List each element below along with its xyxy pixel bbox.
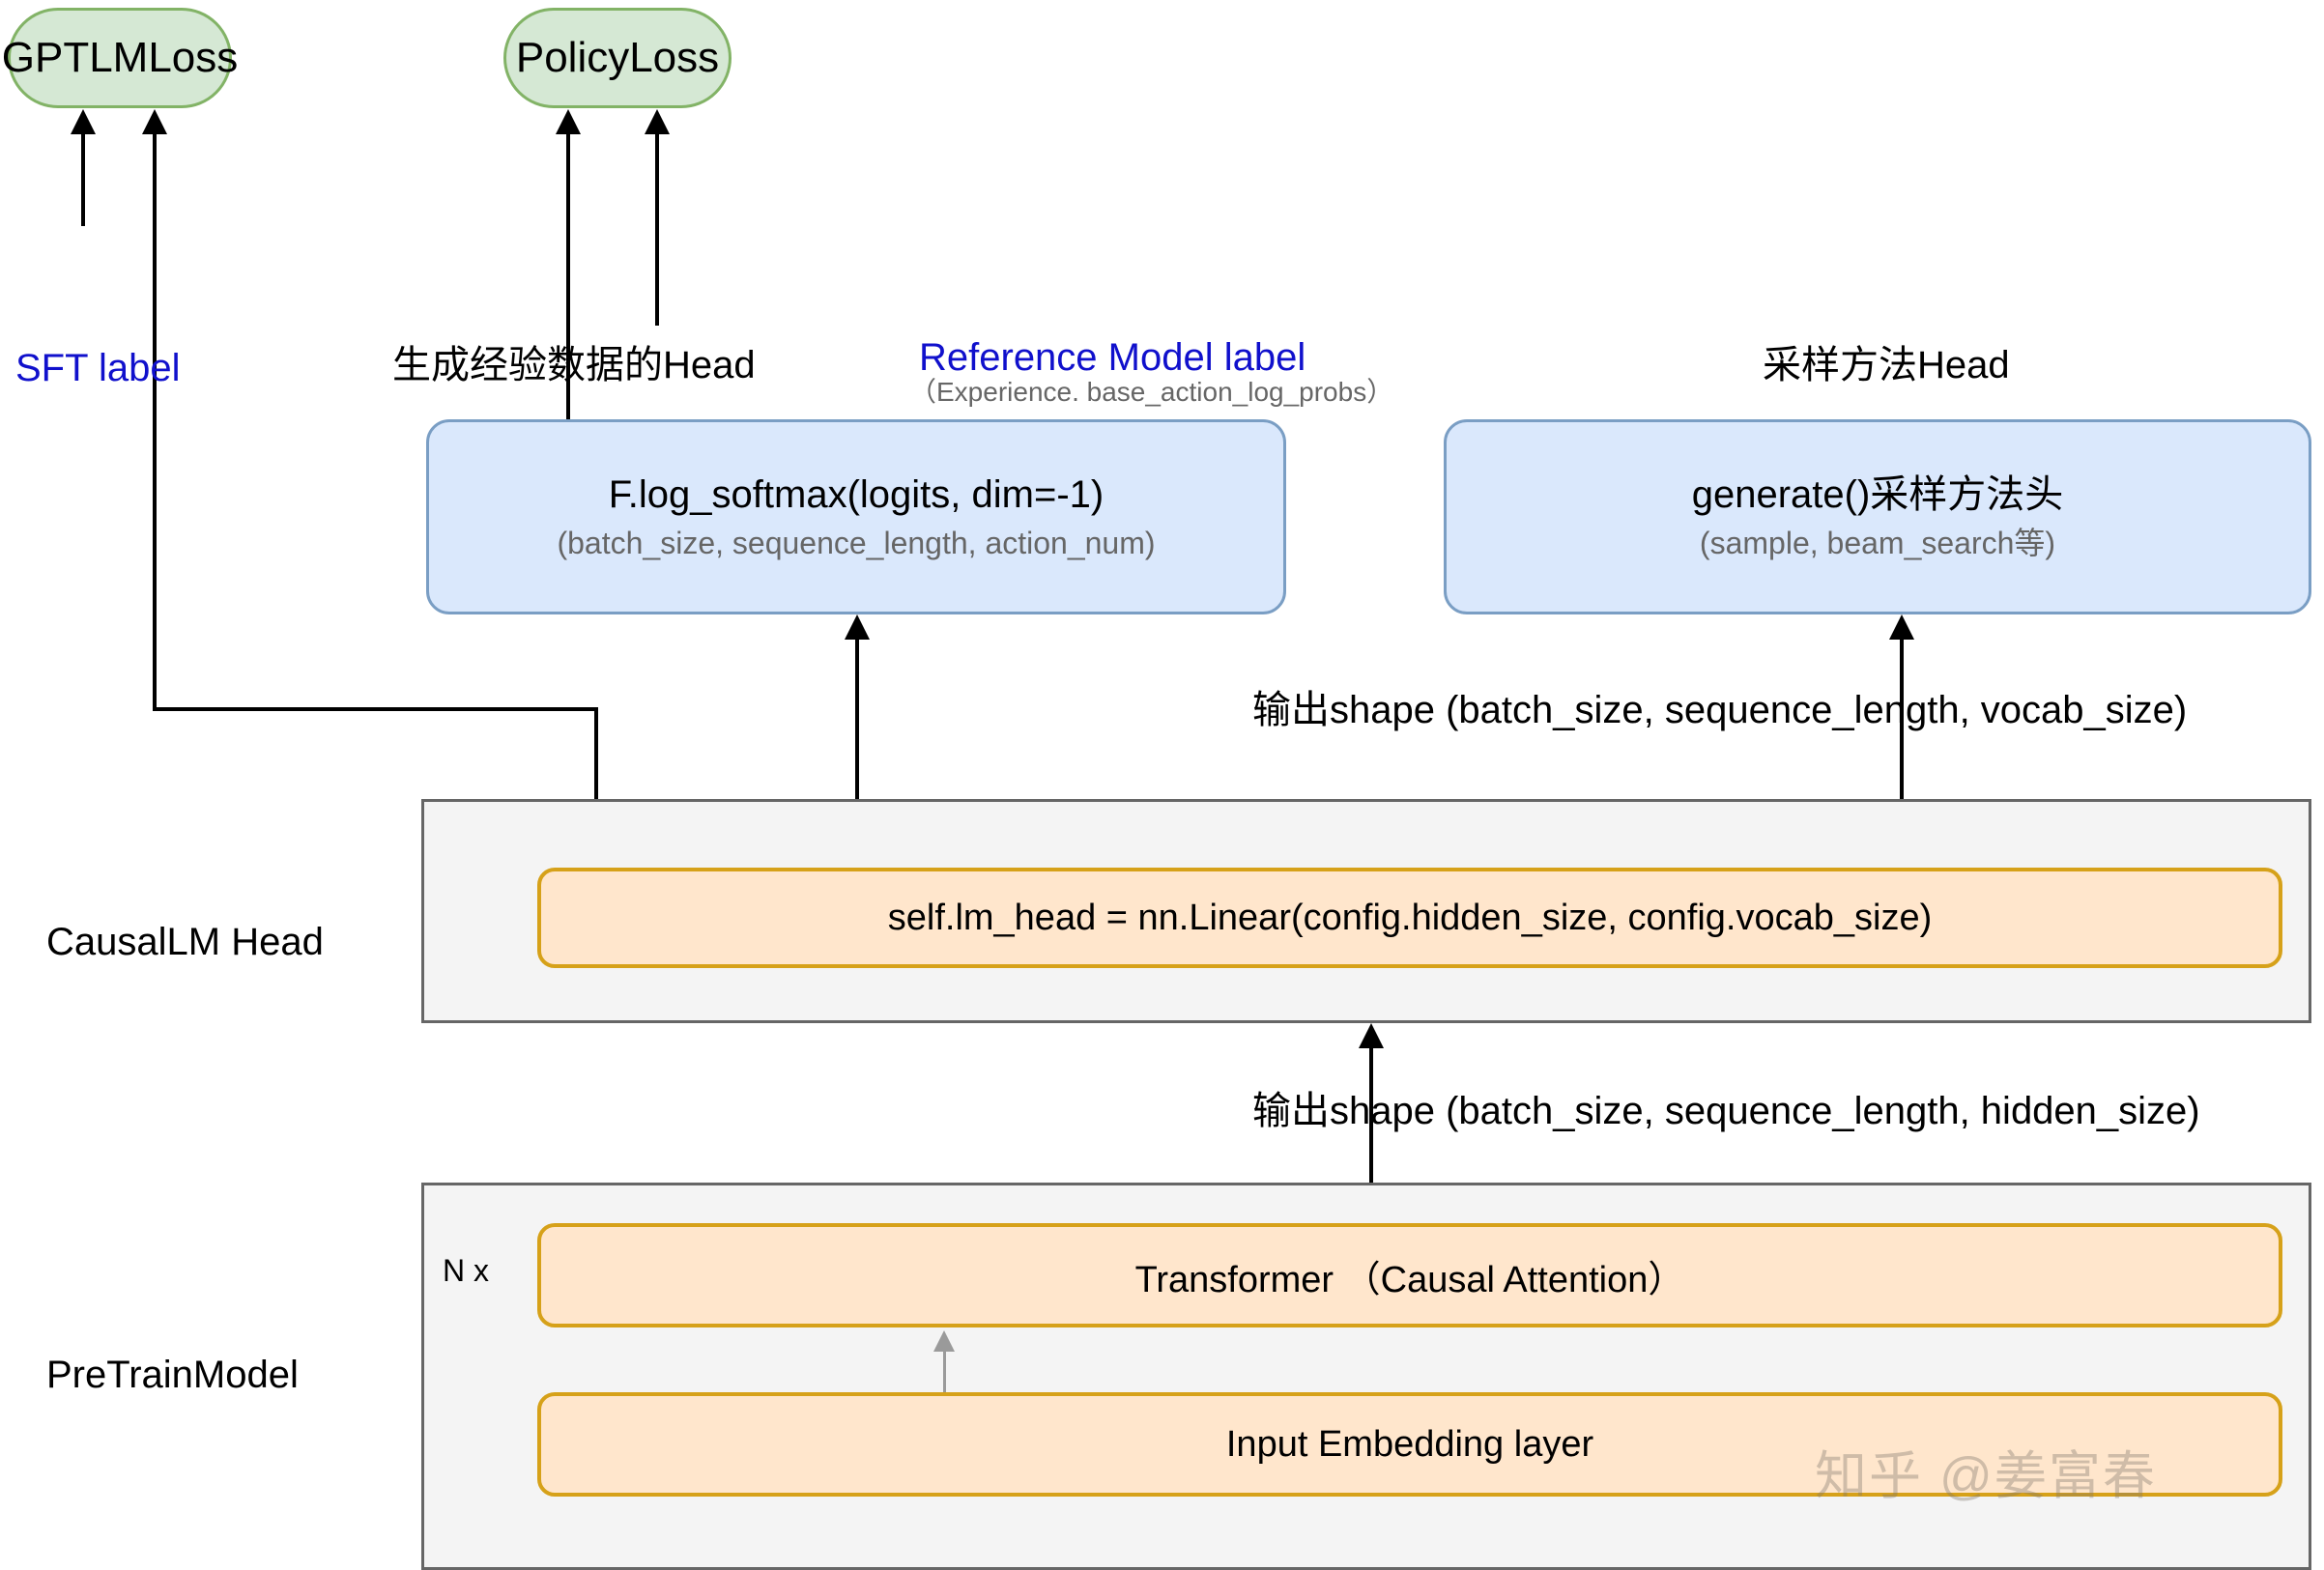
connector-logsoftmax-to-policyloss <box>566 133 570 419</box>
node-log-softmax-head-main: F.log_softmax(logits, dim=-1) <box>608 472 1105 516</box>
arrowhead-lmhead-to-gptlmloss <box>142 109 167 134</box>
connector-embedding-to-transformer <box>943 1352 946 1395</box>
connector-lmhead-to-gptlmloss-vertical-upper <box>153 133 157 711</box>
node-policyloss[interactable]: PolicyLoss <box>503 8 732 108</box>
label-pretrainmodel: PreTrainModel <box>46 1354 299 1396</box>
arrowhead-embedding-to-transformer <box>933 1330 955 1352</box>
node-generate-head-main: generate()采样方法头 <box>1691 472 2064 516</box>
label-reference-model: Reference Model label <box>919 336 1306 379</box>
node-policyloss-label: PolicyLoss <box>515 34 720 81</box>
label-causallm-head: CausalLM Head <box>46 921 324 963</box>
label-sft: SFT label <box>15 347 181 389</box>
label-vocab-shape: 输出shape (batch_size, sequence_length, vo… <box>1252 689 2188 731</box>
node-transformer-label: Transformer （Causal Attention） <box>1134 1259 1685 1300</box>
arrowhead-lmhead-to-logsoftmax <box>845 614 870 640</box>
node-transformer[interactable]: Transformer （Causal Attention） <box>537 1223 2282 1327</box>
arrowhead-lmhead-to-generate <box>1889 614 1914 640</box>
node-gptlmloss-label: GPTLMLoss <box>1 34 239 81</box>
node-lm-head-label: self.lm_head = nn.Linear(config.hidden_s… <box>887 897 1933 938</box>
node-gptlmloss[interactable]: GPTLMLoss <box>2 8 238 108</box>
zhihu-watermark: 知乎 @姜富春 <box>1815 1447 2157 1505</box>
node-lm-head[interactable]: self.lm_head = nn.Linear(config.hidden_s… <box>537 868 2282 968</box>
connector-lmhead-to-gptlmloss-vertical-lower <box>594 707 598 799</box>
node-generate-head[interactable]: generate()采样方法头 (sample, beam_search等) <box>1444 419 2311 614</box>
label-reference-model-sub: （Experience. base_action_log_probs） <box>909 377 1394 407</box>
arrowhead-refmodel-to-policyloss <box>645 109 670 134</box>
label-sampling-head: 采样方法Head <box>1763 344 2010 386</box>
arrowhead-sft-to-gptlmloss <box>71 109 96 134</box>
node-input-embedding-label: Input Embedding layer <box>1225 1423 1594 1465</box>
connector-sft-to-gptlmloss <box>81 133 85 226</box>
arrowhead-transformer-to-causallm <box>1359 1023 1384 1048</box>
connector-lmhead-to-generate <box>1900 639 1904 799</box>
node-log-softmax-head[interactable]: F.log_softmax(logits, dim=-1) (batch_siz… <box>426 419 1286 614</box>
label-experience-head: 生成经验数据的Head <box>392 344 756 386</box>
connector-refmodel-to-policyloss <box>655 133 659 326</box>
node-input-embedding[interactable]: Input Embedding layer <box>537 1392 2282 1497</box>
node-generate-head-sub: (sample, beam_search等) <box>1699 525 2056 560</box>
connector-lmhead-to-logsoftmax <box>855 639 859 799</box>
arrowhead-logsoftmax-to-policyloss <box>556 109 581 134</box>
connector-transformer-to-causallm <box>1369 1047 1373 1183</box>
node-log-softmax-head-sub: (batch_size, sequence_length, action_num… <box>557 525 1156 560</box>
connector-lmhead-to-gptlmloss-horizontal <box>153 707 598 711</box>
label-repeat-marker: N x <box>443 1253 489 1288</box>
label-hidden-shape: 输出shape (batch_size, sequence_length, hi… <box>1252 1090 2200 1132</box>
